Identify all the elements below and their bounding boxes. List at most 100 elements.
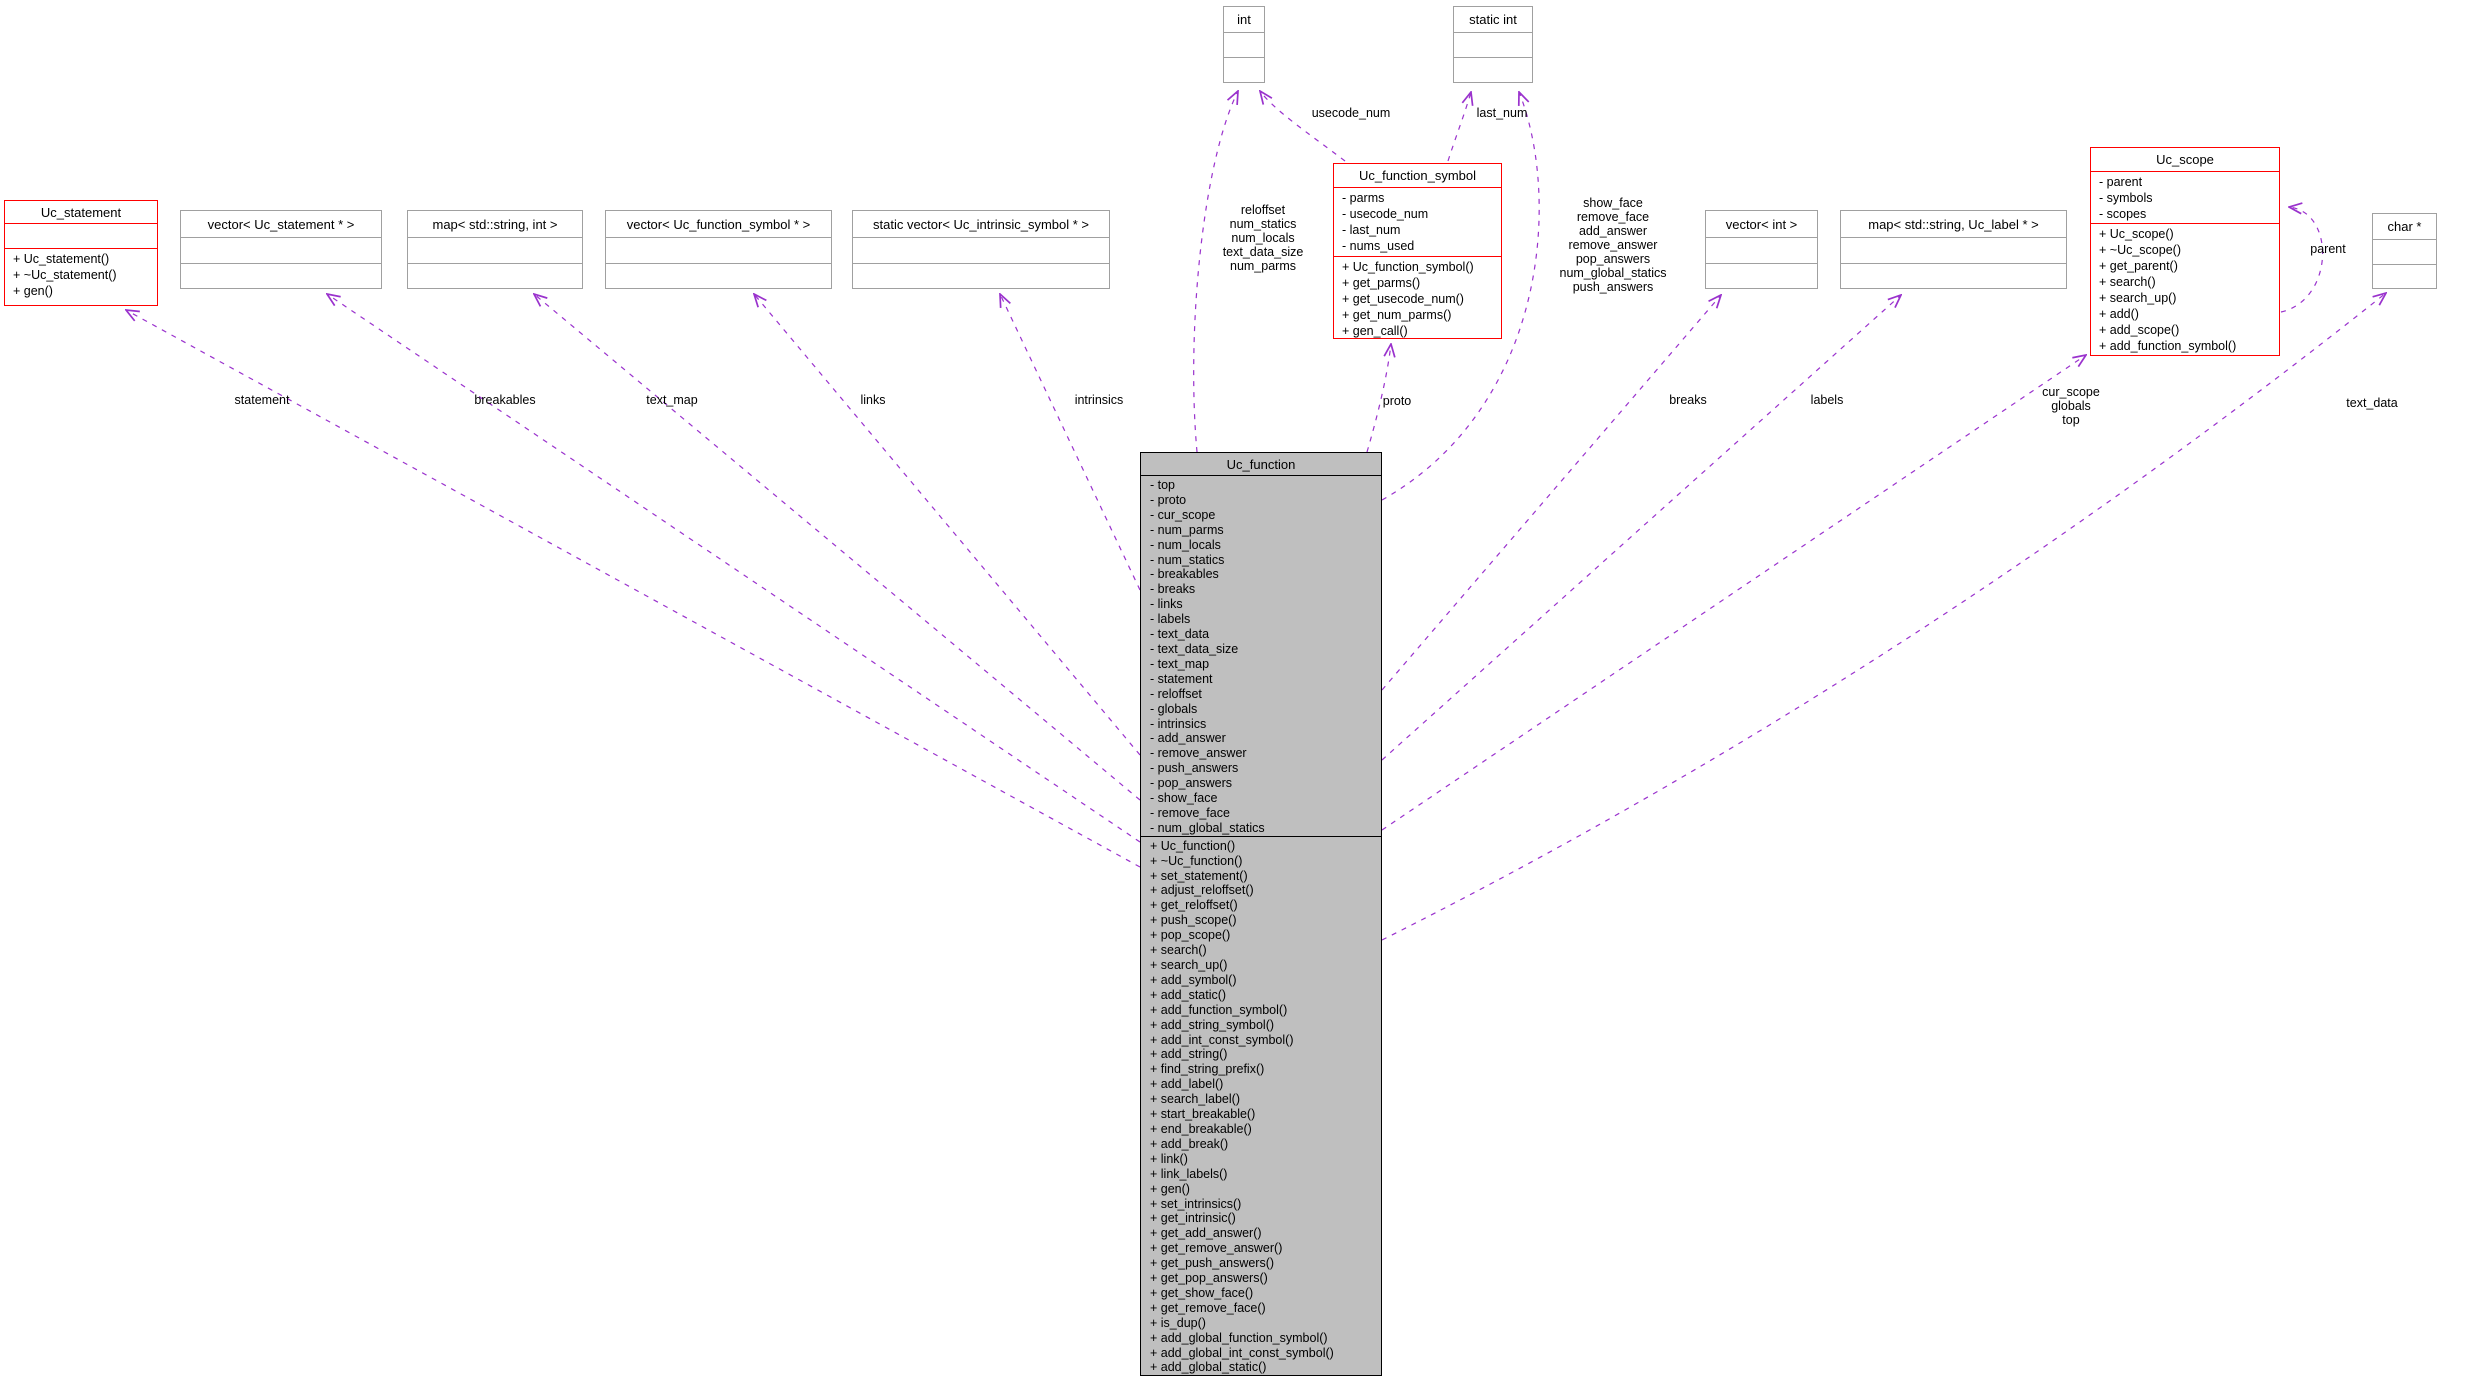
method-line: + get_pop_answers() [1150, 1271, 1268, 1286]
edge-label-line: links [860, 393, 886, 407]
attributes-section [1454, 33, 1532, 58]
method-line: + ~Uc_function() [1150, 853, 1243, 868]
methods-section [408, 264, 582, 288]
attribute-line: - usecode_num [1342, 207, 1429, 221]
method-line: + add_scope() [2099, 323, 2180, 337]
class-uc_scope[interactable]: Uc_scope- parent- symbols- scopes+ Uc_sc… [2090, 147, 2280, 356]
methods-section [1841, 264, 2066, 288]
class-vector_int[interactable]: vector< int > [1705, 210, 1818, 289]
attribute-line: - links [1150, 597, 1183, 612]
edge-label-line: num_statics [1229, 217, 1297, 231]
edge-label-line: breaks [1669, 393, 1707, 407]
method-line: + add_function_symbol() [1150, 1002, 1288, 1017]
methods-section: + Uc_statement()+ ~Uc_statement()+ gen() [5, 249, 157, 305]
edge-label-intrinsics: intrinsics [1075, 393, 1124, 407]
attributes-section [181, 238, 381, 264]
class-name: static vector< Uc_intrinsic_symbol * > [853, 211, 1109, 238]
class-uc_statement[interactable]: Uc_statement+ Uc_statement()+ ~Uc_statem… [4, 200, 158, 306]
class-name: static int [1454, 7, 1532, 33]
attribute-line: - scopes [2099, 207, 2147, 221]
attribute-line: - num_global_statics [1150, 820, 1265, 835]
attribute-line: - text_data_size [1150, 641, 1239, 656]
method-line: + get_usecode_num() [1342, 292, 1464, 306]
edge-label-text_map: text_map [646, 393, 697, 407]
edge-label-proto: proto [1383, 394, 1412, 408]
edge-label-line: num_global_statics [1559, 266, 1667, 280]
edge-label-line: labels [1810, 393, 1844, 407]
methods-section: + Uc_function()+ ~Uc_function()+ set_sta… [1141, 837, 1381, 1376]
attribute-line: - breakables [1150, 567, 1219, 582]
class-name: Uc_function_symbol [1334, 164, 1501, 188]
method-line: + get_remove_answer() [1150, 1241, 1283, 1256]
method-line: + end_breakable() [1150, 1121, 1252, 1136]
class-vector_uc_function_symbol[interactable]: vector< Uc_function_symbol * > [605, 210, 832, 289]
edge-breakables [327, 294, 1141, 843]
edge-label-statement: statement [235, 393, 290, 407]
edge-label-last_num: last_num [1477, 106, 1528, 120]
method-line: + gen() [13, 284, 53, 298]
edge-label-line: parent [2310, 242, 2346, 256]
method-line: + adjust_reloffset() [1150, 883, 1254, 898]
class-vector_uc_statement[interactable]: vector< Uc_statement * > [180, 210, 382, 289]
edge-label-line: text_data [2346, 396, 2398, 410]
edge-parent [2280, 207, 2324, 313]
attributes-section [1224, 33, 1264, 58]
class-name: vector< Uc_statement * > [181, 211, 381, 238]
attribute-line: - proto [1150, 492, 1187, 507]
attribute-line: - symbols [2099, 191, 2153, 205]
attribute-line: - text_data [1150, 627, 1210, 642]
attribute-line: - breaks [1150, 582, 1196, 597]
attribute-line: - num_locals [1150, 537, 1221, 552]
method-line: + Uc_function_symbol() [1342, 260, 1474, 274]
method-line: + add_symbol() [1150, 972, 1237, 987]
method-line: + ~Uc_statement() [13, 268, 117, 282]
attributes-section [2373, 240, 2436, 265]
attributes-section [1706, 238, 1817, 264]
attributes-section [853, 238, 1109, 264]
attribute-line: - remove_face [1150, 805, 1230, 820]
methods-section [1706, 264, 1817, 288]
class-static_vector_uc_intrinsic_symbol[interactable]: static vector< Uc_intrinsic_symbol * > [852, 210, 1110, 289]
edge-label-line: text_data_size [1222, 245, 1304, 259]
edge-label-links: links [860, 393, 885, 407]
edge-text_map [534, 294, 1141, 801]
method-line: + search_up() [1150, 958, 1228, 972]
class-map_string_uc_label[interactable]: map< std::string, Uc_label * > [1840, 210, 2067, 289]
class-int[interactable]: int [1223, 6, 1265, 83]
class-uc_function_symbol[interactable]: Uc_function_symbol- parms- usecode_num- … [1333, 163, 1502, 339]
method-line: + set_intrinsics() [1150, 1196, 1242, 1211]
edge-label-line: num_parms [1229, 259, 1296, 273]
attributes-section: - top- proto- cur_scope- num_parms- num_… [1141, 476, 1381, 837]
method-line: + get_intrinsic() [1150, 1211, 1236, 1226]
method-line: + link_labels() [1150, 1166, 1228, 1181]
edge-text_data [1381, 293, 2386, 941]
class-map_string_int[interactable]: map< std::string, int > [407, 210, 583, 289]
edge-label-usecode_num: usecode_num [1312, 106, 1391, 120]
attribute-line: - globals [1150, 701, 1198, 716]
method-line: + get_parent() [2099, 259, 2178, 273]
edge-label-line: add_answer [1578, 224, 1648, 238]
edge-last_num [1447, 92, 1471, 162]
class-static_int[interactable]: static int [1453, 6, 1533, 83]
method-line: + add_string_symbol() [1150, 1017, 1275, 1032]
methods-section [853, 264, 1109, 288]
method-line: + search_up() [2099, 291, 2177, 305]
method-line: + get_parms() [1342, 276, 1421, 290]
edge-label-line: intrinsics [1074, 393, 1124, 407]
attribute-line: - remove_answer [1150, 746, 1247, 761]
class-char_ptr[interactable]: char * [2372, 213, 2437, 289]
class-uc_function[interactable]: Uc_function- top- proto- cur_scope- num_… [1140, 452, 1382, 1377]
methods-section [1454, 58, 1532, 82]
edge-label-line: last_num [1476, 106, 1528, 120]
class-name: map< std::string, Uc_label * > [1841, 211, 2066, 238]
edge-cur_scope_group [1381, 355, 2086, 831]
edge-intrinsics [1000, 294, 1141, 591]
attribute-line: - num_statics [1150, 552, 1225, 567]
edge-label-labels: labels [1811, 393, 1844, 407]
class-name: vector< int > [1706, 211, 1817, 238]
method-line: + add_break() [1150, 1136, 1229, 1151]
method-line: + get_reloffset() [1150, 898, 1238, 913]
